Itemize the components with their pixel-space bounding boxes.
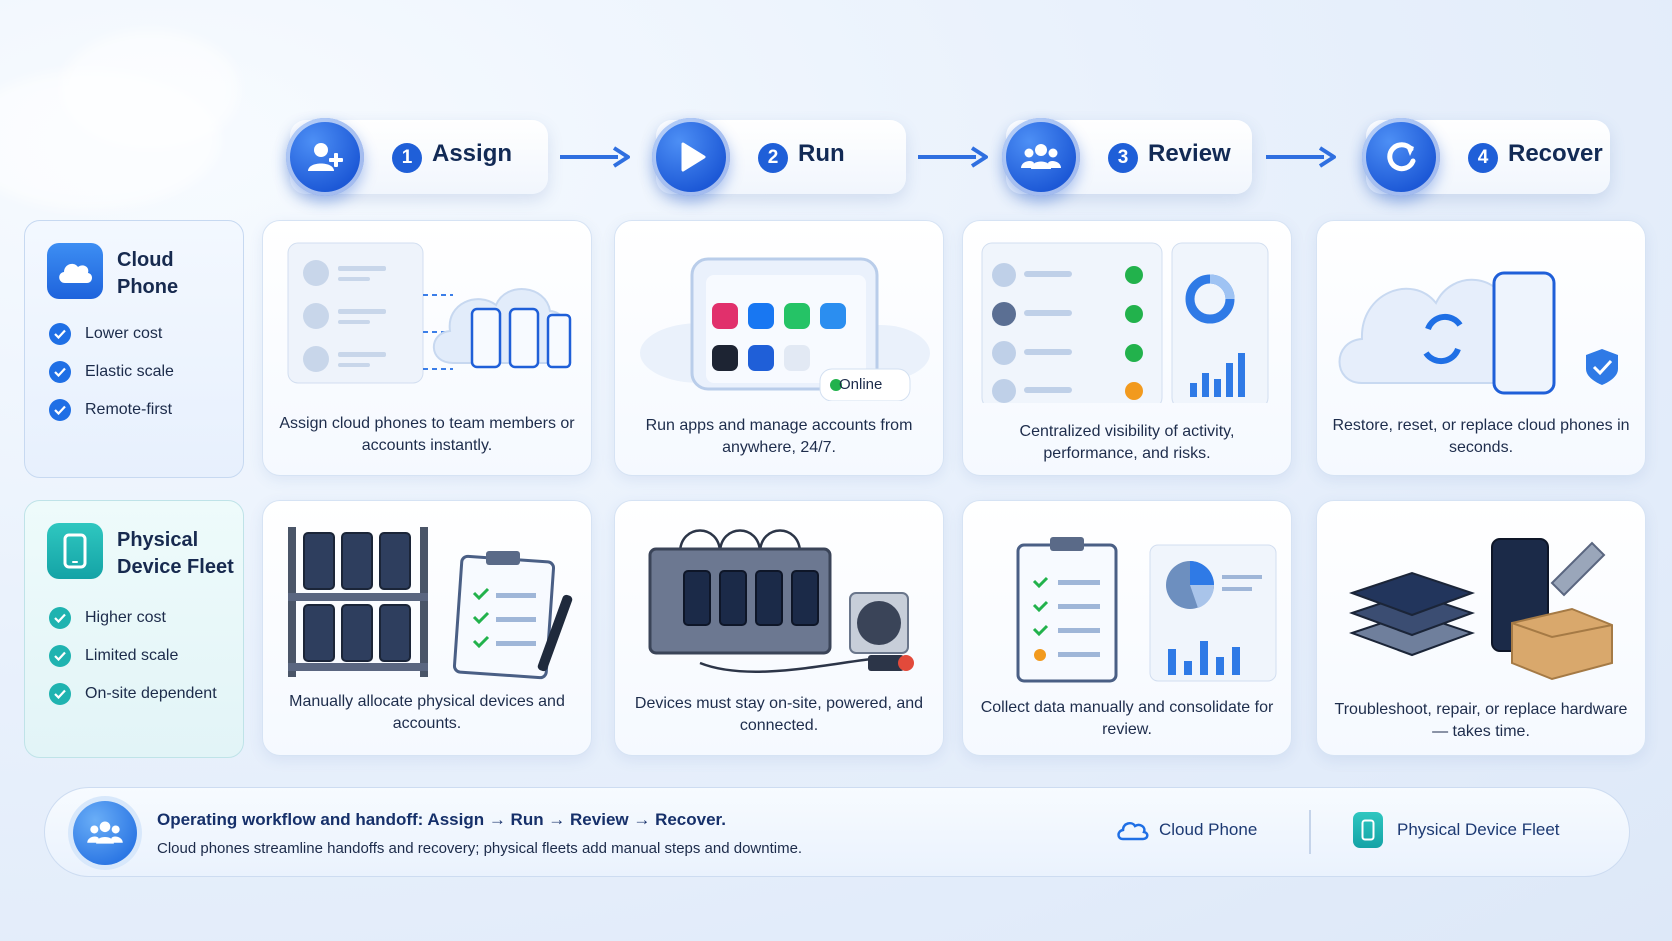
check-icon: [49, 683, 71, 705]
team-icon: [73, 801, 137, 865]
check-icon: [49, 399, 71, 421]
phone-icon: [1353, 812, 1383, 848]
check-icon: [49, 607, 71, 629]
check-icon: [49, 323, 71, 345]
arrow-right-icon: [918, 146, 988, 168]
step-run[interactable]: 2 Run: [652, 118, 906, 196]
cloud-icon: [47, 243, 103, 299]
feature-item: Elastic scale: [49, 361, 174, 383]
step-caption: Assign cloud phones to team members or a…: [279, 415, 575, 454]
step-caption: Restore, reset, or replace cloud phones …: [1332, 417, 1630, 456]
feature-label: On-site dependent: [85, 685, 217, 702]
feature-item: On-site dependent: [49, 683, 217, 705]
cloud-phone-summary-card: Cloud Phone Lower cost Elastic scale Rem…: [24, 220, 244, 478]
phone-icon: [47, 523, 103, 579]
step-caption: Devices must stay on-site, powered, and …: [634, 695, 924, 734]
step-number: 2: [758, 143, 788, 173]
arrow-right-icon: [560, 146, 630, 168]
add-user-icon: [286, 118, 364, 196]
feature-item: Limited scale: [49, 645, 178, 667]
feature-item: Remote-first: [49, 399, 172, 421]
physical-fleet-title: Physical Device Fleet: [117, 529, 234, 578]
cloud-review-card: Centralized visibility of activity, perf…: [962, 220, 1292, 476]
step-caption: Centralized visibility of activity, perf…: [1019, 423, 1235, 462]
fleet-assign-card: Manually allocate physical devices and a…: [262, 500, 592, 756]
feature-label: Elastic scale: [85, 363, 174, 380]
cloud-run-card: Online Run apps and manage accounts from…: [614, 220, 944, 476]
cloud-run-illustration: [640, 257, 930, 401]
fleet-review-illustration: [1016, 537, 1277, 683]
physical-fleet-summary-card: Physical Device Fleet Higher cost Limite…: [24, 500, 244, 758]
cloud-recover-card: Restore, reset, or replace cloud phones …: [1316, 220, 1646, 476]
step-caption: Troubleshoot, repair, or replace hardwar…: [1334, 701, 1628, 740]
feature-item: Lower cost: [49, 323, 162, 345]
step-number: 1: [392, 143, 422, 173]
play-icon: [652, 118, 730, 196]
feature-label: Higher cost: [85, 609, 166, 626]
fleet-run-illustration: [648, 529, 914, 673]
refresh-icon: [1362, 118, 1440, 196]
cloud-recover-illustration: [1338, 271, 1618, 395]
arrow-right-icon: [1266, 146, 1336, 168]
online-status-label: Online: [839, 376, 883, 393]
feature-label: Remote-first: [85, 401, 173, 418]
feature-label: Lower cost: [85, 325, 163, 342]
step-label: Review: [1148, 140, 1231, 167]
background-cloud: [60, 30, 240, 150]
legend-label: Physical Device Fleet: [1397, 820, 1560, 839]
feature-item: Higher cost: [49, 607, 166, 629]
check-icon: [49, 361, 71, 383]
step-assign[interactable]: 1 Assign: [286, 118, 548, 196]
cloud-outline-icon: [1117, 821, 1149, 841]
workflow-summary-bar: Operating workflow and handoff: Assign →…: [44, 787, 1630, 877]
step-number: 4: [1468, 143, 1498, 173]
feature-label: Limited scale: [85, 647, 179, 664]
fleet-review-card: Collect data manually and consolidate fo…: [962, 500, 1292, 756]
step-label: Assign: [432, 140, 513, 167]
team-icon: [1002, 118, 1080, 196]
cloud-assign-card: Assign cloud phones to team members or a…: [262, 220, 592, 476]
step-recover[interactable]: 4 Recover: [1362, 118, 1610, 196]
fleet-recover-illustration: [1348, 538, 1613, 681]
cloud-phone-title: Cloud Phone: [117, 249, 179, 298]
legend-label: Cloud Phone: [1159, 820, 1258, 839]
fleet-assign-illustration: [288, 527, 573, 680]
fleet-recover-card: Troubleshoot, repair, or replace hardwar…: [1316, 500, 1646, 756]
step-label: Run: [798, 140, 845, 167]
cloud-review-illustration: [981, 242, 1269, 403]
workflow-subtitle: Cloud phones streamline handoffs and rec…: [157, 840, 803, 857]
step-review[interactable]: 3 Review: [1002, 118, 1252, 196]
legend-physical-fleet: Physical Device Fleet: [1353, 812, 1560, 848]
step-caption: Run apps and manage accounts from anywhe…: [645, 417, 913, 456]
step-caption: Manually allocate physical devices and a…: [289, 693, 565, 732]
step-label: Recover: [1508, 140, 1603, 167]
legend-divider: [1309, 810, 1311, 854]
workflow-title: Operating workflow and handoff: Assign →…: [157, 810, 726, 829]
check-icon: [49, 645, 71, 667]
step-caption: Collect data manually and consolidate fo…: [980, 699, 1274, 738]
step-number: 3: [1108, 143, 1138, 173]
fleet-run-card: Devices must stay on-site, powered, and …: [614, 500, 944, 756]
cloud-assign-illustration: [287, 242, 572, 384]
legend-cloud-phone: Cloud Phone: [1115, 818, 1257, 842]
